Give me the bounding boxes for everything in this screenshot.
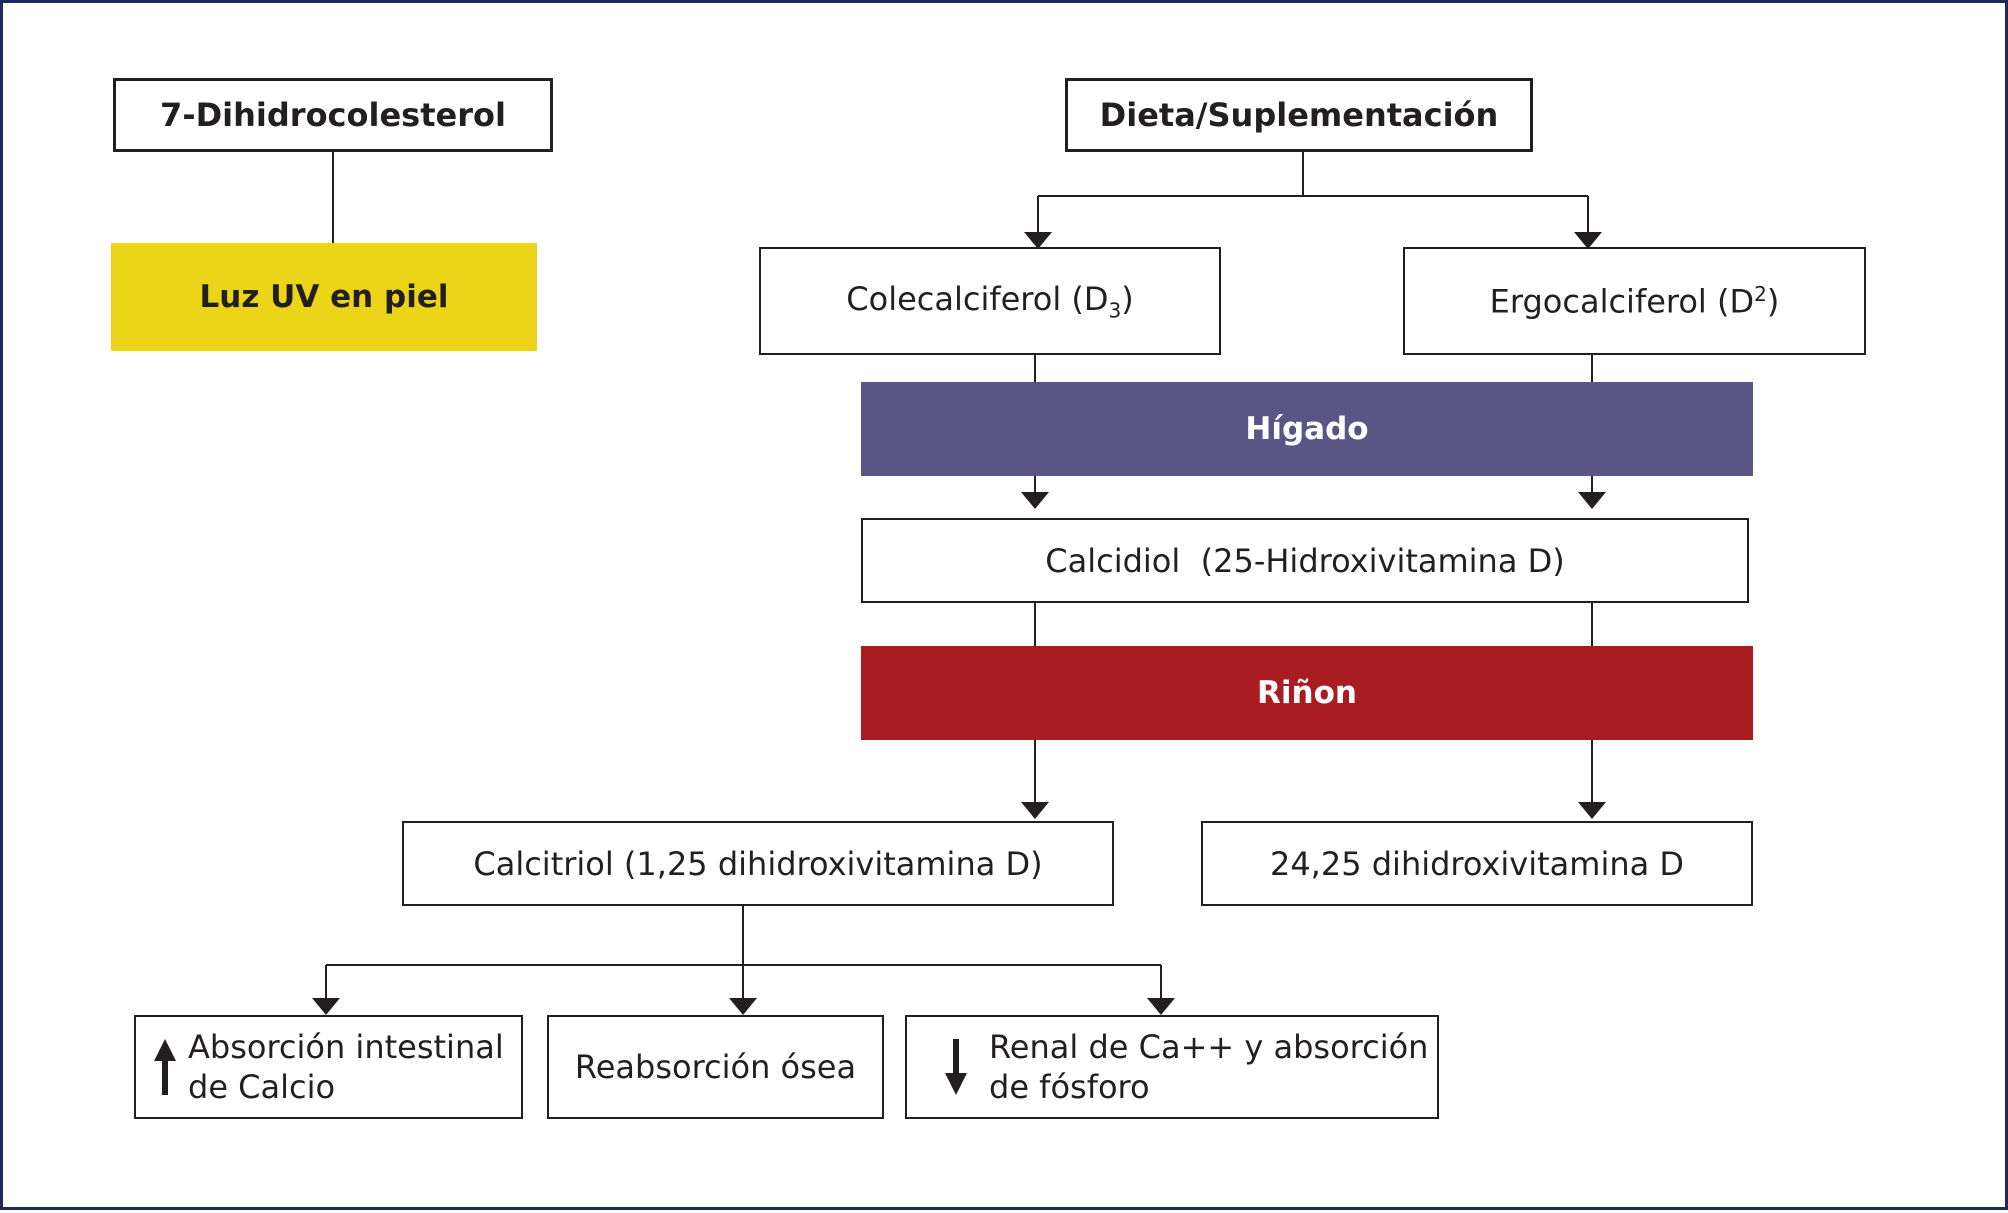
band-label: Hígado <box>1245 411 1369 447</box>
band-luz-uv: Luz UV en piel <box>111 243 537 351</box>
arrow-head <box>1578 492 1606 509</box>
node-colecalciferol: Colecalciferol (D3) <box>759 247 1221 355</box>
node-calcidiol: Calcidiol (25-Hidroxivitamina D) <box>861 518 1749 603</box>
effect-absorcion-intestinal: Absorción intestinal de Calcio <box>134 1015 523 1119</box>
node-7-dihidrocolesterol: 7-Dihidrocolesterol <box>113 78 553 152</box>
node-calcitriol: Calcitriol (1,25 dihidroxivitamina D) <box>402 821 1114 906</box>
band-label: Luz UV en piel <box>199 279 449 315</box>
node-24-25-dihidroxivitamina: 24,25 dihidroxivitamina D <box>1201 821 1753 906</box>
effect-label: Renal de Ca++ y absorción de fósforo <box>989 1028 1429 1106</box>
node-label: 24,25 dihidroxivitamina D <box>1269 844 1685 883</box>
arrow-head <box>729 998 757 1015</box>
effect-label: Absorción intestinal de Calcio <box>188 1028 504 1106</box>
arrow-head <box>1578 802 1606 819</box>
arrow-down-icon <box>945 1039 967 1095</box>
effect-renal-calcio-fosforo: Renal de Ca++ y absorción de fósforo <box>905 1015 1439 1119</box>
node-label: Calcitriol (1,25 dihidroxivitamina D) <box>473 844 1043 883</box>
arrow-head <box>1574 232 1602 249</box>
arrow-up-icon <box>154 1039 176 1095</box>
effect-reabsorcion-osea: Reabsorción ósea <box>547 1015 884 1119</box>
arrow-head <box>1147 998 1175 1015</box>
node-label: Calcidiol (25-Hidroxivitamina D) <box>1045 541 1565 580</box>
effect-label: Reabsorción ósea <box>574 1048 857 1086</box>
band-rinon: Riñon <box>861 646 1753 740</box>
band-label: Riñon <box>1257 675 1357 711</box>
node-dieta-suplementacion: Dieta/Suplementación <box>1065 78 1533 152</box>
node-label: Dieta/Suplementación <box>1099 96 1499 134</box>
node-ergocalciferol: Ergocalciferol (D2) <box>1403 247 1866 355</box>
arrow-head <box>1024 232 1052 249</box>
node-label: 7-Dihidrocolesterol <box>160 96 506 134</box>
connector-lines <box>312 151 1606 1015</box>
node-label: Ergocalciferol (D2) <box>1489 281 1780 321</box>
band-higado: Hígado <box>861 382 1753 476</box>
arrow-head <box>1021 802 1049 819</box>
node-label: Colecalciferol (D3) <box>846 279 1134 323</box>
arrow-head <box>1021 492 1049 509</box>
arrow-head <box>312 998 340 1015</box>
